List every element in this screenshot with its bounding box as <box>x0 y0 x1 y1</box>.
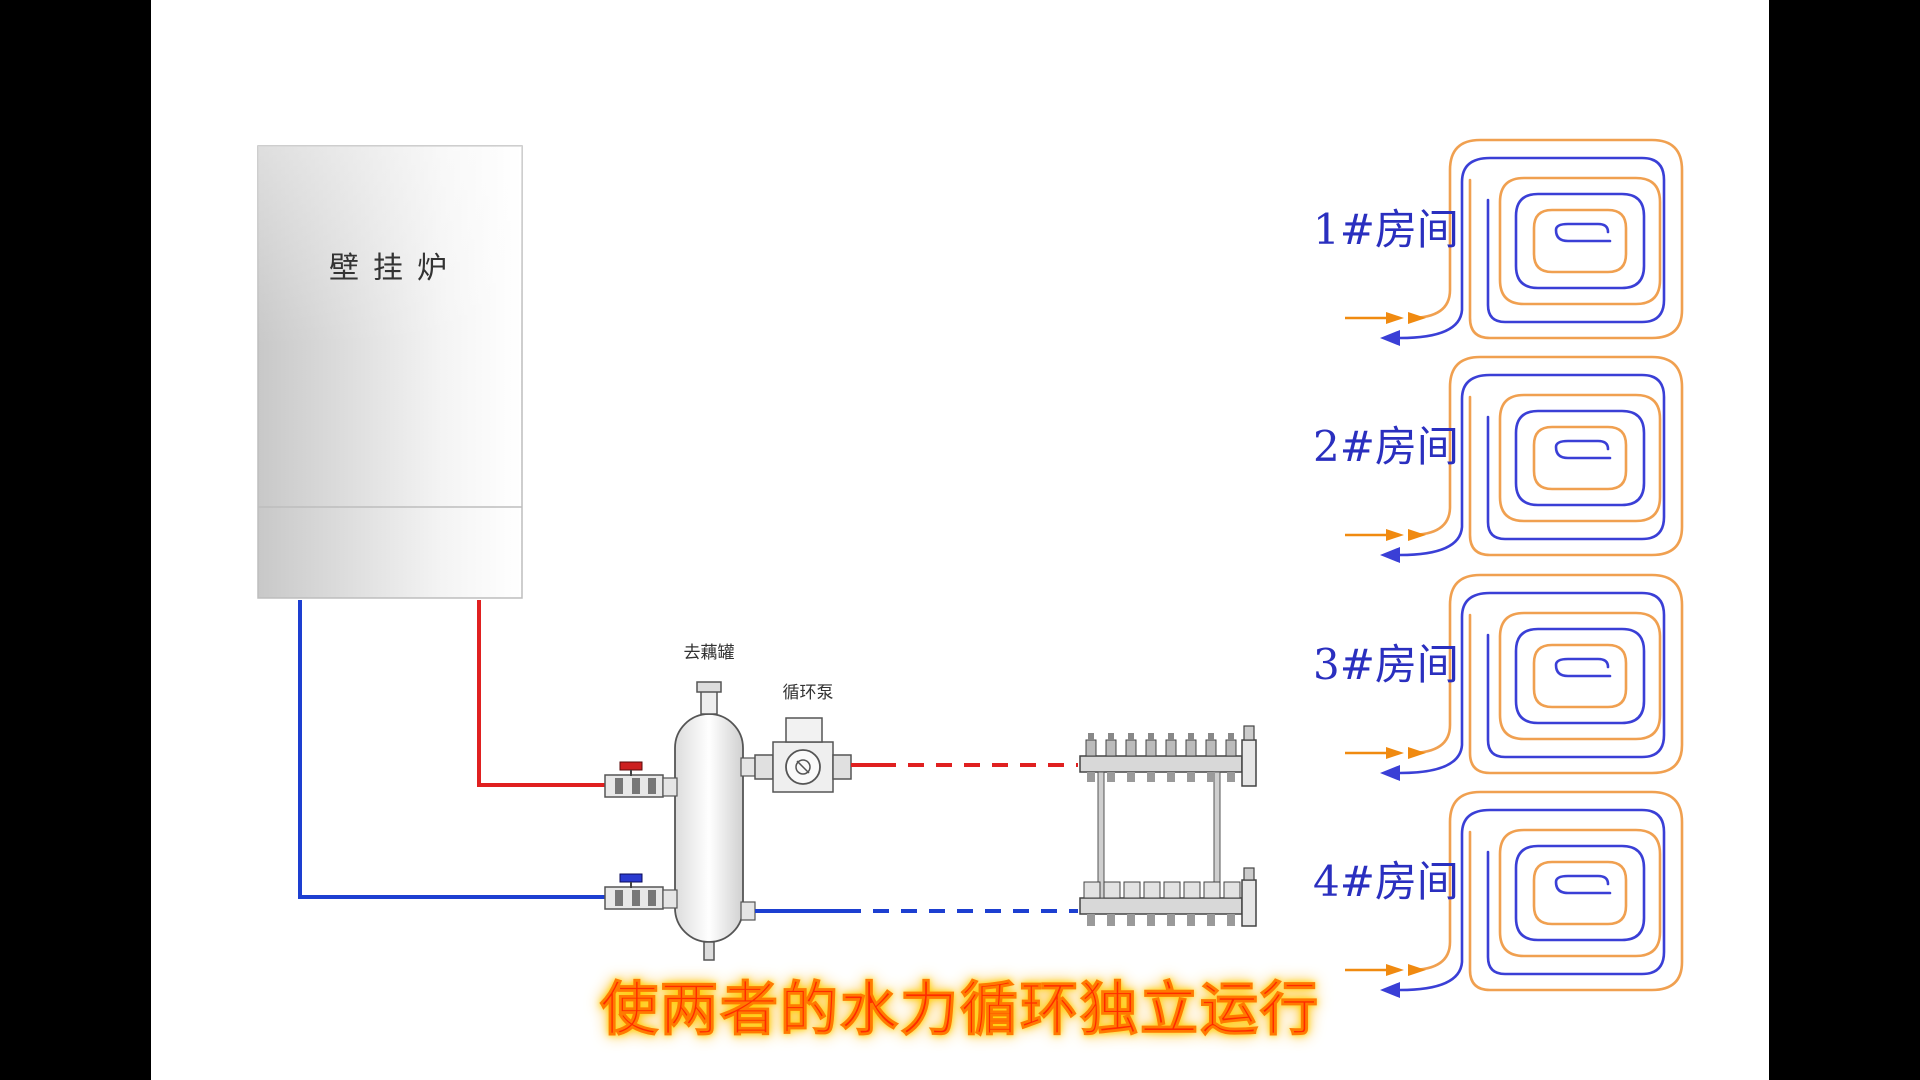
return-arrow <box>1380 982 1400 998</box>
room-label-1: 1#房间 <box>1313 205 1459 254</box>
coil-warm-inner <box>1532 860 1628 926</box>
coil-cool-inner <box>1554 439 1612 460</box>
manifold-port-cap <box>1108 733 1114 740</box>
manifold-port-outlet <box>1167 914 1175 926</box>
manifold-return-port <box>1103 881 1121 899</box>
manifold-return-port <box>1183 881 1201 899</box>
manifold-supply-port <box>1125 739 1137 757</box>
coil-warm-inner <box>1532 425 1628 491</box>
manifold-return-port <box>1223 881 1241 899</box>
manifold-port-cap <box>1148 733 1154 740</box>
coil-cool-middle <box>1514 192 1646 290</box>
manifold-port-outlet <box>1167 772 1175 782</box>
manifold-supply-port <box>1185 739 1197 757</box>
manifold-return-port <box>1203 881 1221 899</box>
manifold-port-outlet <box>1187 772 1195 782</box>
manifold-port-outlet <box>1127 914 1135 926</box>
manifold-return-port <box>1123 881 1141 899</box>
manifold-supply-port <box>1085 739 1097 757</box>
manifold-port-outlet <box>1207 914 1215 926</box>
room-coils <box>1345 138 1684 998</box>
room-label-2: 2#房间 <box>1313 422 1459 471</box>
coil-warm-middle <box>1498 393 1662 523</box>
separator-label: 去藕罐 <box>684 643 735 663</box>
manifold-supply-port <box>1105 739 1117 757</box>
room-coil-1 <box>1345 138 1684 346</box>
manifold-supply-port <box>1205 739 1217 757</box>
manifold-supply-port <box>1165 739 1177 757</box>
supply-ball-valve <box>604 761 664 798</box>
manifold-port-cap <box>1228 733 1234 740</box>
return-ball-valve <box>604 873 664 910</box>
room-label-4: 4#房间 <box>1313 857 1459 906</box>
inlet-arrow <box>1408 312 1426 324</box>
room-coil-4 <box>1345 790 1684 998</box>
coil-cool-inner <box>1554 657 1612 678</box>
manifold-return-port <box>1163 881 1181 899</box>
manifold-port-outlet <box>1227 914 1235 926</box>
coil-cool-inner <box>1554 222 1612 243</box>
coil-warm-inner <box>1532 208 1628 274</box>
boiler-supply-pipe <box>477 600 605 787</box>
room-coil-3 <box>1345 573 1684 781</box>
manifold-port-outlet <box>1107 914 1115 926</box>
manifold-port-cap <box>1208 733 1214 740</box>
circulation-pump <box>754 717 852 793</box>
manifold-port-cap <box>1128 733 1134 740</box>
coil-warm-middle <box>1498 828 1662 958</box>
coil-warm-middle <box>1498 611 1662 741</box>
floor-heating-manifold <box>1079 725 1257 927</box>
coil-warm-outer <box>1408 790 1684 992</box>
wall-boiler: 壁挂炉 <box>257 145 523 599</box>
return-arrow <box>1380 547 1400 563</box>
coil-cool-middle <box>1514 409 1646 507</box>
manifold-port-outlet <box>1107 772 1115 782</box>
inlet-arrow <box>1386 312 1404 324</box>
manifold-port-cap <box>1188 733 1194 740</box>
coil-cool-outer <box>1398 373 1666 557</box>
manifold-port-outlet <box>1227 772 1235 782</box>
manifold-port-outlet <box>1147 914 1155 926</box>
boiler-return-pipe <box>298 600 605 899</box>
coil-warm-outer <box>1408 138 1684 340</box>
manifold-port-outlet <box>1087 914 1095 926</box>
return-arrow <box>1380 765 1400 781</box>
manifold-port-outlet <box>1087 772 1095 782</box>
coil-cool-middle <box>1514 627 1646 725</box>
manifold-supply-port <box>1145 739 1157 757</box>
coil-cool-inner <box>1554 874 1612 895</box>
coil-warm-inner <box>1532 643 1628 709</box>
inlet-arrow <box>1386 529 1404 541</box>
inlet-arrow <box>1386 964 1404 976</box>
manifold-port-outlet <box>1147 772 1155 782</box>
inlet-arrow <box>1408 964 1426 976</box>
inlet-arrow <box>1408 529 1426 541</box>
inlet-arrow <box>1386 747 1404 759</box>
manifold-port-outlet <box>1207 772 1215 782</box>
manifold-return-port <box>1083 881 1101 899</box>
pump-label: 循环泵 <box>783 683 834 703</box>
manifold-port-cap <box>1168 733 1174 740</box>
manifold-port-outlet <box>1187 914 1195 926</box>
manifold-port-outlet <box>1127 772 1135 782</box>
manifold-port-cap <box>1088 733 1094 740</box>
coil-cool-outer <box>1398 591 1666 775</box>
room-label-3: 3#房间 <box>1313 640 1459 689</box>
return-arrow <box>1380 330 1400 346</box>
coil-cool-outer <box>1398 808 1666 992</box>
coil-cool-middle <box>1514 844 1646 942</box>
coil-warm-middle <box>1498 176 1662 306</box>
coil-warm-outer <box>1408 355 1684 557</box>
manifold-supply-port <box>1225 739 1237 757</box>
boiler-label: 壁挂炉 <box>329 251 461 286</box>
inlet-arrow <box>1408 747 1426 759</box>
coil-warm-outer <box>1408 573 1684 775</box>
hydraulic-separator <box>662 681 756 961</box>
room-coil-2 <box>1345 355 1684 563</box>
coil-cool-outer <box>1398 156 1666 340</box>
manifold-return-port <box>1143 881 1161 899</box>
video-subtitle: 使两者的水力循环独立运行 <box>599 975 1320 1044</box>
